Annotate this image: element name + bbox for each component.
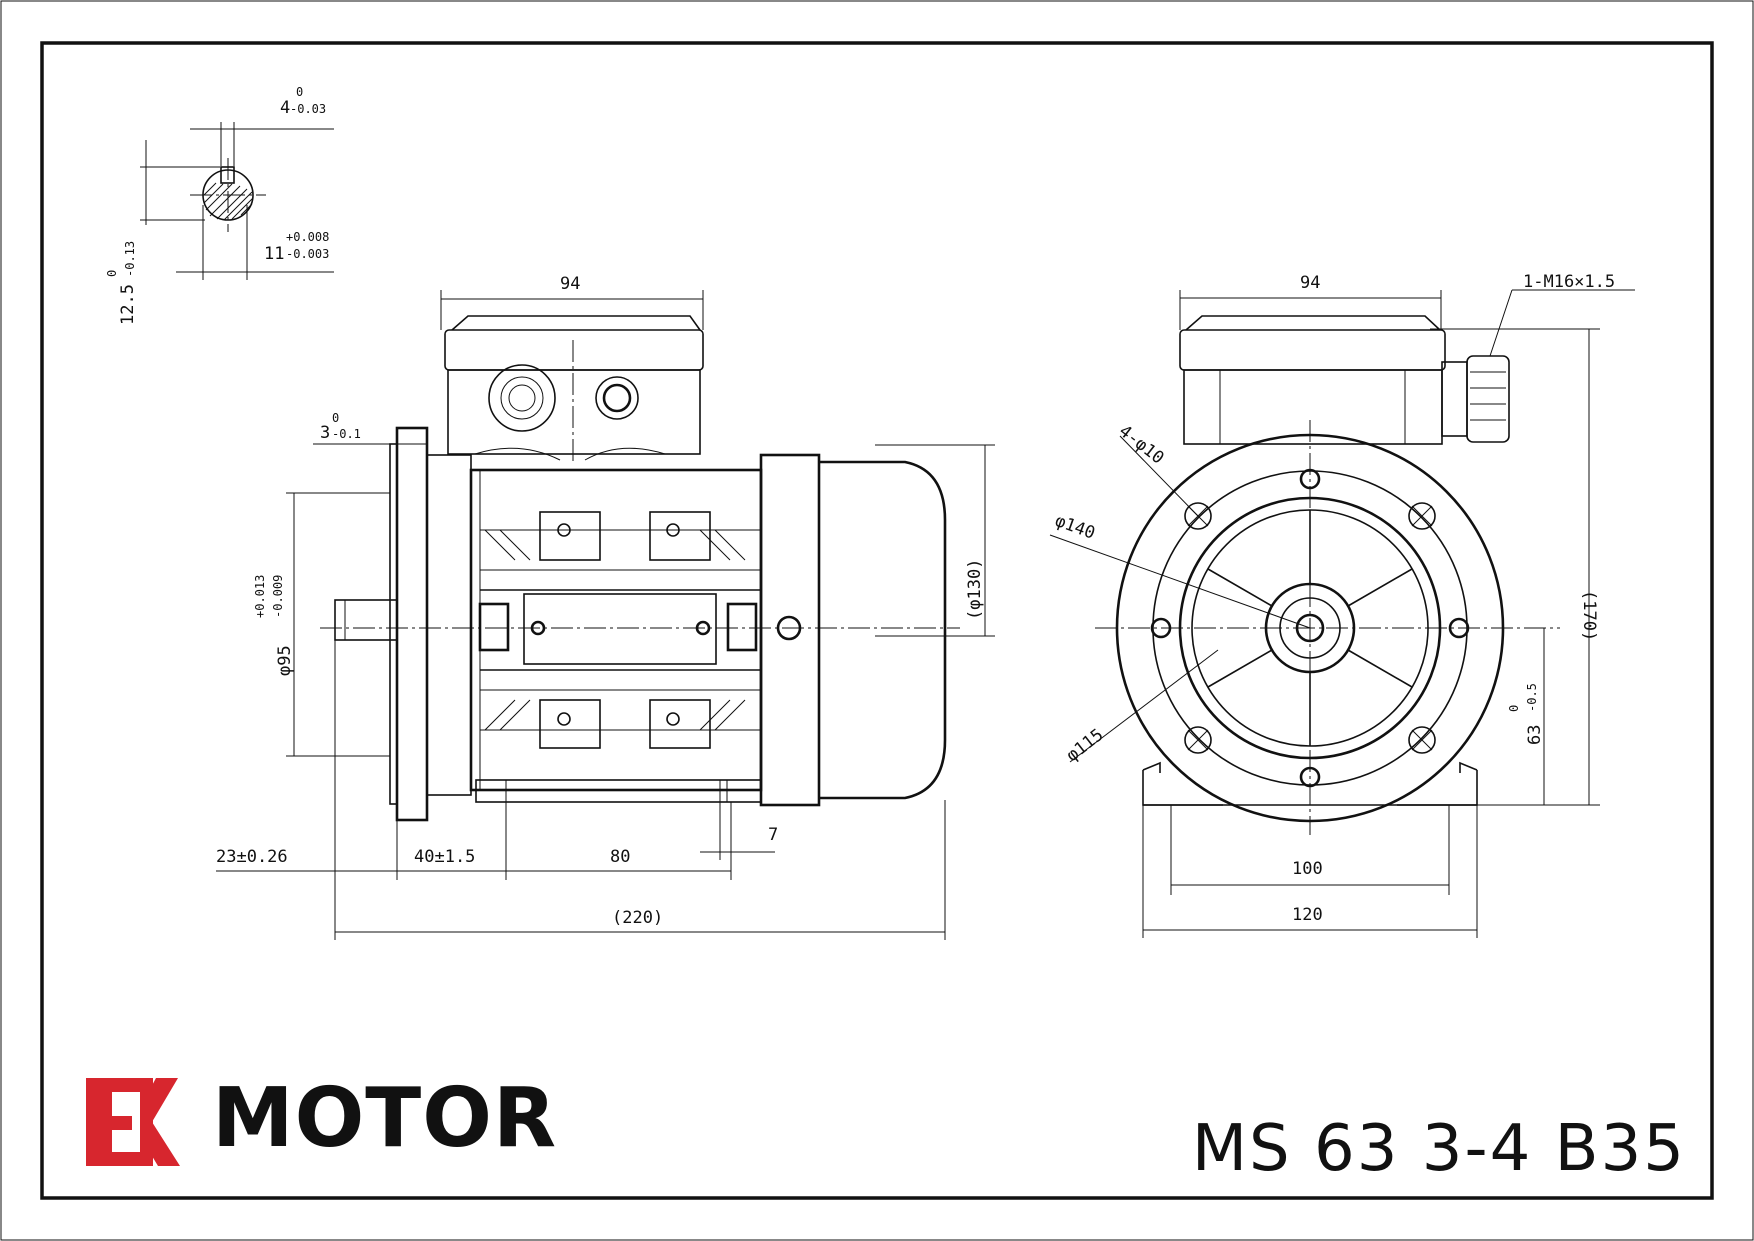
key-height-tol-upper: 0 xyxy=(105,270,119,277)
end-foot-left xyxy=(1142,761,1223,806)
end-terminal-width: 94 xyxy=(1300,273,1320,293)
pcd-inner-value: φ115 xyxy=(1063,725,1108,766)
flange-holes-spec: 4-φ10 xyxy=(1115,421,1168,468)
overall-length-value: (220) xyxy=(612,908,663,928)
model-number: MS 63 3-4 B35 xyxy=(1191,1112,1686,1186)
shaft-dia-tol-lower: -0.003 xyxy=(286,247,329,261)
body-dia-value: (φ130) xyxy=(965,559,985,620)
key-width-value: 4 xyxy=(280,98,290,118)
flange-thickness-value: 3 xyxy=(320,423,330,443)
end-foot-right xyxy=(1397,761,1478,806)
spigot-tol-lower: -0.009 xyxy=(271,575,285,618)
pcd-outer-value: φ140 xyxy=(1052,511,1097,544)
mounting-flange xyxy=(395,426,429,822)
foot-thickness-value: 7 xyxy=(768,825,778,845)
key-width-tol-lower: -0.03 xyxy=(290,102,326,116)
fan-cover xyxy=(819,460,947,800)
shaft-dia-value: 11 xyxy=(264,244,284,264)
drawing-frame xyxy=(40,41,1714,1200)
flange-to-foot-value: 40±1.5 xyxy=(414,847,475,867)
shaft-height-tol-upper: 0 xyxy=(1507,705,1521,712)
foot-width-value: 120 xyxy=(1292,905,1323,925)
cable-gland-left xyxy=(488,364,556,432)
key-width-tol-upper: 0 xyxy=(296,85,303,99)
foot-spacing-value: 80 xyxy=(610,847,630,867)
foot-hole-spacing-value: 100 xyxy=(1292,859,1323,879)
key-height-tol-lower: -0.13 xyxy=(123,241,137,277)
motor-body xyxy=(469,468,763,792)
shaft-length-value: 23±0.26 xyxy=(216,847,288,867)
side-view: 94 3 0 -0.1 φ95 +0.013 -0.009 (φ130) 23±… xyxy=(216,274,995,940)
side-terminal-width: 94 xyxy=(560,274,580,294)
shaft xyxy=(334,599,398,641)
cable-gland-spec: 1-M16×1.5 xyxy=(1523,272,1615,292)
total-height-value: (170) xyxy=(1579,590,1599,641)
spigot-dia-value: φ95 xyxy=(275,645,295,676)
end-terminal-box-body xyxy=(1183,369,1443,445)
end-cable-gland xyxy=(1441,361,1468,437)
spigot-tol-upper: +0.013 xyxy=(253,575,267,618)
key-height-value: 12.5 xyxy=(118,284,138,325)
fan-cover-ring xyxy=(759,453,821,807)
ek-logo-mark xyxy=(86,1078,180,1166)
terminal-box-body xyxy=(447,369,701,455)
motor-foot xyxy=(475,779,762,803)
end-terminal-box-lid xyxy=(1179,329,1446,371)
flange-thickness-tol-lower: -0.1 xyxy=(332,427,361,441)
brand-logo-space xyxy=(86,1068,186,1168)
cooling-fins xyxy=(484,529,746,731)
shaft-dia-tol-upper: +0.008 xyxy=(286,230,329,244)
terminal-box-lid xyxy=(444,329,704,371)
brand-block: MOTOR xyxy=(86,1068,557,1168)
shaft-height-tol-lower: -0.5 xyxy=(1525,683,1539,712)
flange-thickness-tol-upper: 0 xyxy=(332,411,339,425)
brand-name: MOTOR xyxy=(212,1070,558,1166)
shaft-height-value: 63 xyxy=(1525,725,1545,745)
section-hatching xyxy=(203,182,254,221)
end-view: 1-M16×1.5 xyxy=(1049,272,1635,938)
key-section-view: 4 0 -0.03 12.5 0 -0.13 11 +0.008 -0.003 xyxy=(105,85,334,325)
cable-gland-right xyxy=(595,376,639,420)
